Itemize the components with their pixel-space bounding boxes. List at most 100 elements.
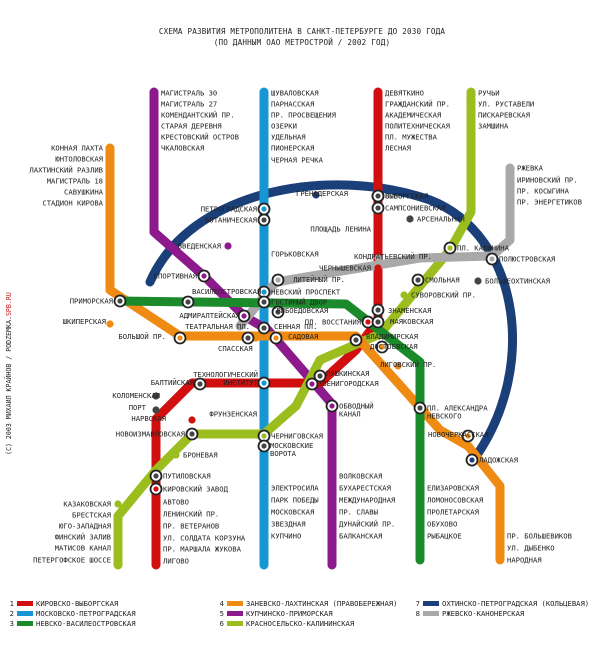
station-label-фрунзенская: ФРУНЗЕНСКАЯ [209, 410, 257, 419]
station-dot-пр-энергетиков [506, 198, 514, 206]
station-dot-рыбацкое [416, 532, 424, 540]
station-dot-конная-лахта [106, 144, 114, 152]
station-dot-ломоносовская [416, 496, 424, 504]
legend-num-4: 4 [220, 599, 224, 608]
station-dot-ул-солдата-корзуна [152, 534, 160, 542]
station-label-пр-просвещения: ПР. ПРОСВЕЩЕНИЯ [271, 111, 336, 120]
station-label-пионерская: ПИОНЕРСКАЯ [271, 144, 314, 153]
station-dot-магистраль-30 [150, 89, 158, 97]
interchange-core-балтийская [197, 381, 203, 387]
interchange-core-василеостровская [185, 299, 191, 305]
station-dot-пр-ветеранов [152, 522, 160, 530]
station-label-грибоедовская: ГРИБОЕДОВСКАЯ [272, 306, 328, 315]
station-label-горьковская: ГОРЬКОВСКАЯ [271, 250, 319, 259]
interchange-core-маяковская [375, 319, 381, 325]
station-dot-пр-славы [328, 508, 336, 516]
legend-num-2: 2 [10, 609, 14, 618]
station-label-казаковская: КАЗАКОВСКАЯ [63, 500, 111, 509]
station-dot-пискаревская [467, 111, 475, 119]
station-label-гренадерская: ГРЕНАДЕРСКАЯ [296, 189, 348, 198]
station-dot-фрунзенская [260, 410, 268, 418]
station-dot-парк-победы [260, 496, 268, 504]
station-dot-народная [496, 556, 504, 564]
station-label-арсенальная: АРСЕНАЛЬНАЯ [417, 215, 465, 224]
station-label-автово: АВТОВО [163, 498, 189, 507]
interchange-core-пл-александра-невского [417, 405, 423, 411]
metro-stations [106, 89, 514, 565]
station-dot-обухово [416, 520, 424, 528]
interchange-core-новочеркасская [465, 433, 471, 439]
station-label-пл-калинина: ПЛ. КАЛИНИНА [457, 244, 510, 253]
station-dot-казаковская [114, 500, 122, 508]
station-label-старая-деревня: СТАРАЯ ДЕРЕВНЯ [161, 122, 222, 131]
station-dot-нарвская [188, 416, 196, 424]
station-dot-большеохтинская [474, 277, 482, 285]
station-label-чернышевская: ЧЕРНЫШЕВСКАЯ [319, 264, 371, 273]
legend-label-1: КИРОВСКО-ВЫБОРГСКАЯ [36, 599, 118, 608]
station-label-лиговский-пр: ЛИГОВСКИЙ ПР. [380, 360, 436, 369]
station-label-пр-энергетиков: ПР. ЭНЕРГЕТИКОВ [517, 198, 582, 207]
station-label-литейный-пр: ЛИТЕЙНЫЙ ПР. [293, 275, 345, 284]
interchange-core-черниговская [261, 433, 267, 439]
station-label-академическая: АКАДЕМИЧЕСКАЯ [385, 111, 441, 120]
station-dot-введенская [224, 242, 232, 250]
legend-swatch-1 [17, 601, 33, 606]
station-dot-пр-маршала-жукова [152, 545, 160, 553]
interchange-core-спасская [245, 335, 251, 341]
interchange-core-кировский-завод [153, 486, 159, 492]
station-label-пл-восстания: ПЛ. ВОССТАНИЯ [305, 318, 361, 327]
station-label-достоевская: ДОСТОЕВСКАЯ [370, 342, 418, 351]
station-label-ленинский-пр: ЛЕНИНСКИЙ ПР. [163, 510, 219, 519]
station-label-суворовский-пр: СУВОРОВСКИЙ ПР. [411, 291, 476, 300]
line7-ring [145, 180, 517, 467]
station-label-пр-ветеранов: ПР. ВЕТЕРАНОВ [163, 522, 219, 531]
station-label-введенская: ВВЕДЕНСКАЯ [178, 242, 221, 251]
legend-label-7: ОХТИНСКО-ПЕТРОГРАДСКАЯ (КОЛЬЦЕВАЯ) [442, 599, 589, 608]
station-label-знаменская: ЗНАМЕНСКАЯ [388, 306, 431, 315]
station-label-елизаровская: ЕЛИЗАРОВСКАЯ [427, 484, 479, 493]
interchange-core-московские-ворота [261, 443, 267, 449]
legend-swatch-2 [17, 611, 33, 616]
interchange-core-ладожская [469, 457, 475, 463]
station-dot-замшина [467, 122, 475, 130]
station-label-маяковская: МАЯКОВСКАЯ [390, 317, 433, 326]
legend-num-8: 8 [416, 609, 420, 618]
interchange-core-владимирская [353, 337, 359, 343]
station-label-озерки: ОЗЕРКИ [271, 122, 297, 131]
map-title: СХЕМА РАЗВИТИЯ МЕТРОПОЛИТЕНА В САНКТ-ПЕТ… [159, 27, 446, 36]
station-label-большой-пр: БОЛЬШОЙ ПР. [118, 332, 166, 341]
station-dot-лесная [374, 144, 382, 152]
interchange-core-большой-пр [177, 335, 183, 341]
station-dot-девяткино [374, 89, 382, 97]
station-label-ручьи: РУЧЬИ [478, 89, 500, 98]
station-dot-финский-залив [114, 533, 122, 541]
station-label-адмиралтейская: АДМИРАЛТЕЙСКАЯ [179, 311, 240, 320]
interchange-core-пл-восстания [365, 319, 371, 325]
interchange-core-невский-проспект [261, 289, 267, 295]
station-dot-пл-мужества [374, 133, 382, 141]
interchange-core-сенная-пл [261, 325, 267, 331]
station-label-брестская: БРЕСТСКАЯ [72, 511, 111, 520]
station-label-нарвская: НАРВСКАЯ [131, 414, 166, 423]
station-dot-савушкина [106, 188, 114, 196]
station-label-пушкинская: ПУШКИНСКАЯ [326, 369, 369, 378]
station-label-международная: МЕЖДУНАРОДНАЯ [339, 496, 395, 505]
interchange-core-спортивная [201, 273, 207, 279]
interchange-core-петроградская [261, 206, 267, 212]
station-label-московская: МОСКОВСКАЯ [271, 508, 314, 517]
station-dot-чкаловская [150, 144, 158, 152]
station-label-приморская: ПРИМОРСКАЯ [70, 297, 113, 306]
interchange-core-приморская [117, 298, 123, 304]
station-label-пр-маршала-жукова: ПР. МАРШАЛА ЖУКОВА [163, 545, 242, 554]
interchange-core-звенигородская [309, 381, 315, 387]
station-dot-порт [152, 406, 160, 414]
interchange-core-пл-калинина [447, 245, 453, 251]
station-label-петергофское-шоссе: ПЕТЕРГОФСКОЕ ШОССЕ [33, 556, 111, 565]
legend-swatch-3 [17, 621, 33, 626]
station-label-путиловская: ПУТИЛОВСКАЯ [163, 472, 211, 481]
legend-label-8: РЖЕВСКО-КАНОНЕРСКАЯ [442, 609, 524, 618]
interchange-core-выборгская [375, 193, 381, 199]
station-dot-брестская [114, 511, 122, 519]
